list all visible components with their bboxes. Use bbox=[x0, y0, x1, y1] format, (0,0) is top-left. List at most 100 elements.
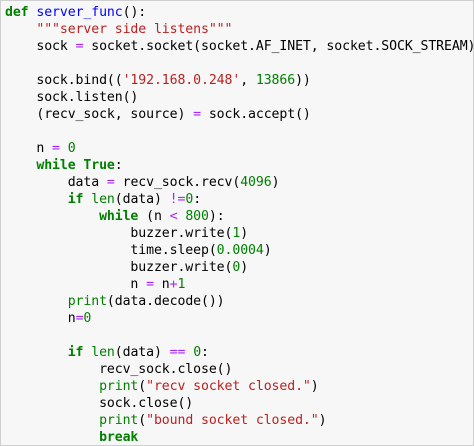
code-line: sock.close() bbox=[5, 395, 473, 412]
code-token bbox=[5, 345, 68, 360]
code-token: time.sleep( bbox=[5, 243, 217, 258]
code-token: ( bbox=[138, 379, 147, 394]
code-token: sock.close() bbox=[5, 396, 194, 411]
code-line bbox=[5, 327, 473, 344]
code-token: print bbox=[67, 294, 107, 309]
code-line: break bbox=[5, 429, 473, 445]
code-token: if bbox=[67, 345, 84, 360]
code-token: len bbox=[91, 345, 115, 360]
code-token: 0.0004 bbox=[216, 243, 264, 258]
code-token bbox=[5, 192, 68, 207]
code-token: (): bbox=[122, 5, 147, 20]
code-token: = bbox=[75, 311, 84, 326]
code-token: print bbox=[99, 413, 139, 428]
code-line: if len(data) == 0: bbox=[5, 344, 473, 361]
code-token: )) bbox=[295, 73, 311, 88]
code-block: def server_func(): """server side listen… bbox=[5, 4, 474, 445]
code-token bbox=[5, 294, 68, 309]
code-token: print bbox=[99, 379, 139, 394]
code-token: if bbox=[67, 192, 84, 207]
code-token: break bbox=[99, 430, 139, 445]
code-token: ( bbox=[138, 413, 147, 428]
code-line: sock.bind(('192.168.0.248', 13866)) bbox=[5, 72, 473, 89]
code-line bbox=[5, 123, 473, 140]
code-token bbox=[5, 22, 36, 37]
code-token: : bbox=[114, 158, 123, 173]
code-line: print("recv socket closed.") bbox=[5, 378, 473, 395]
code-token: len bbox=[91, 192, 115, 207]
code-token: ) bbox=[263, 243, 272, 258]
code-token bbox=[5, 209, 99, 224]
code-token: socket.socket(socket.AF_INET, socket.SOC… bbox=[83, 39, 474, 54]
code-token: while bbox=[36, 158, 76, 173]
code-token: (n bbox=[138, 209, 170, 224]
code-token: n bbox=[153, 277, 170, 292]
code-token: (data) bbox=[114, 345, 170, 360]
code-token: < bbox=[169, 209, 178, 224]
code-line bbox=[5, 55, 473, 72]
code-line: n = 0 bbox=[5, 140, 473, 157]
code-token: data bbox=[5, 175, 107, 190]
code-token bbox=[5, 430, 99, 445]
code-token: + bbox=[169, 277, 178, 292]
code-token: True bbox=[83, 158, 115, 173]
code-token: (recv_sock, source) bbox=[5, 107, 194, 122]
code-token: ) bbox=[271, 175, 280, 190]
code-token: = bbox=[52, 141, 60, 156]
code-line: n = n+1 bbox=[5, 276, 473, 293]
code-line: recv_sock.close() bbox=[5, 361, 473, 378]
code-token: ) bbox=[318, 413, 327, 428]
code-token: != bbox=[169, 192, 186, 207]
code-token: n bbox=[5, 277, 147, 292]
code-token: ) bbox=[310, 379, 319, 394]
code-token: : bbox=[201, 345, 209, 360]
code-token: '192.168.0.248' bbox=[122, 73, 241, 88]
code-token: ) bbox=[240, 226, 249, 241]
code-token: buzzer.write( bbox=[5, 260, 233, 275]
code-token: n bbox=[5, 141, 53, 156]
code-token: (data.decode()) bbox=[106, 294, 225, 309]
code-token: (data) bbox=[114, 192, 170, 207]
code-token: 800 bbox=[185, 209, 209, 224]
code-token: : bbox=[193, 192, 202, 207]
code-token: server_func bbox=[36, 5, 123, 20]
code-token: """server side listens""" bbox=[36, 22, 233, 37]
code-token bbox=[5, 413, 99, 428]
code-token: 0 bbox=[83, 311, 92, 326]
code-line: buzzer.write(1) bbox=[5, 225, 473, 242]
code-token: "recv socket closed." bbox=[146, 379, 311, 394]
code-token: 0 bbox=[193, 345, 202, 360]
code-token: "bound socket closed." bbox=[146, 413, 319, 428]
code-token bbox=[60, 141, 68, 156]
code-line: n=0 bbox=[5, 310, 473, 327]
code-token: recv_sock.close() bbox=[5, 362, 233, 377]
code-line: while True: bbox=[5, 157, 473, 174]
code-token: while bbox=[99, 209, 139, 224]
code-token: sock bbox=[5, 39, 76, 54]
code-token: 1 bbox=[232, 226, 241, 241]
code-token: sock.bind(( bbox=[5, 73, 123, 88]
code-token: = bbox=[146, 277, 154, 292]
code-token: = bbox=[106, 175, 115, 190]
code-line: data = recv_sock.recv(4096) bbox=[5, 174, 473, 191]
code-token: sock.accept() bbox=[201, 107, 311, 122]
code-line: def server_func(): bbox=[5, 4, 473, 21]
code-token: = bbox=[75, 39, 84, 54]
code-token: sock.listen() bbox=[5, 90, 139, 105]
code-token: recv_sock.recv( bbox=[114, 175, 241, 190]
code-line: buzzer.write(0) bbox=[5, 259, 473, 276]
code-token: buzzer.write( bbox=[5, 226, 233, 241]
code-token: 0 bbox=[232, 260, 241, 275]
code-token: def bbox=[5, 5, 29, 20]
code-line: if len(data) !=0: bbox=[5, 191, 473, 208]
code-token bbox=[5, 379, 99, 394]
code-token: 1 bbox=[177, 277, 186, 292]
code-token bbox=[5, 158, 36, 173]
code-token: 0 bbox=[67, 141, 76, 156]
code-line: """server side listens""" bbox=[5, 21, 473, 38]
code-line: print(data.decode()) bbox=[5, 293, 473, 310]
code-line: (recv_sock, source) = sock.accept() bbox=[5, 106, 473, 123]
code-line: sock = socket.socket(socket.AF_INET, soc… bbox=[5, 38, 474, 55]
code-token: 4096 bbox=[240, 175, 272, 190]
